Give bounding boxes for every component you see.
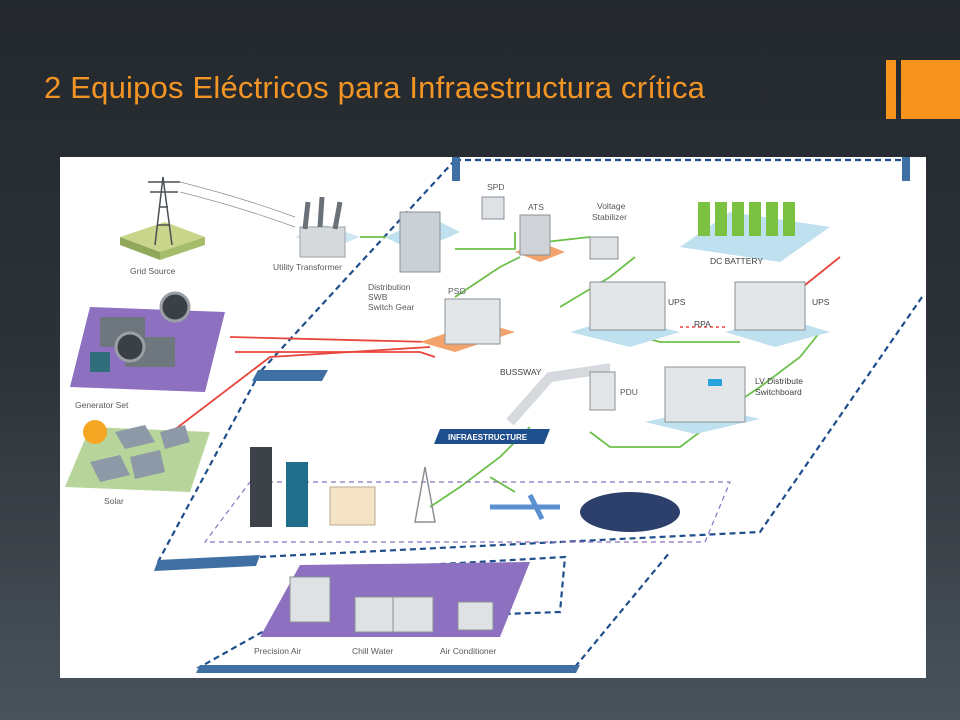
distribution-label-2: SWB [368, 292, 388, 302]
lv-label-2: Switchboard [755, 387, 802, 397]
rack-icon-2 [286, 462, 308, 527]
distribution-label-3: Switch Gear [368, 302, 414, 312]
rack-icon [250, 447, 272, 527]
accent-bar-thin [886, 60, 896, 119]
solar-icon [65, 420, 210, 492]
pdu-label: PDU [620, 387, 638, 397]
hvac-row [260, 562, 530, 637]
ups-right-icon [725, 281, 830, 347]
infrastructure-diagram: Grid Source Utility Transformer Generato… [60, 157, 926, 678]
generator-set-icon [70, 291, 225, 392]
hospital-icon [329, 486, 376, 526]
solar-label: Solar [104, 496, 124, 506]
bussway-label: BUSSWAY [500, 367, 542, 377]
platform-edges [154, 157, 910, 673]
psg-label: PSG [448, 286, 466, 296]
lv-label-1: LV Distribute [755, 376, 803, 386]
utility-transformer-icon [295, 196, 360, 258]
accent-bar-thick [901, 60, 960, 119]
infraestructure-badge [434, 429, 550, 444]
psg-icon [420, 298, 515, 352]
infraestructure-label: INFRAESTRUCTURE [448, 433, 528, 442]
voltage-label-1: Voltage [597, 201, 626, 211]
stadium-icon [580, 492, 680, 532]
ups-left-icon [570, 281, 680, 347]
telecom-tower-icon [414, 466, 436, 523]
chill-water-label: Chill Water [352, 646, 393, 656]
pdu-icon [589, 371, 616, 411]
utility-transformer-label: Utility Transformer [273, 262, 342, 272]
airplane-icon [490, 493, 560, 521]
loads-row [203, 447, 731, 543]
distribution-label-1: Distribution [368, 282, 411, 292]
chill-water-icon [354, 596, 396, 633]
precision-air-label: Precision Air [254, 646, 301, 656]
air-conditioner-label: Air Conditioner [440, 646, 496, 656]
voltage-stabilizer-icon [589, 236, 619, 260]
ups-left-label: UPS [668, 297, 686, 307]
ups-right-label: UPS [812, 297, 830, 307]
rpa-label: RPA [694, 319, 711, 329]
dc-battery-label: DC BATTERY [710, 256, 763, 266]
spd-icon [481, 196, 505, 220]
dc-battery-icon [680, 202, 830, 262]
distribution-swb-icon [385, 211, 460, 273]
chill-water-icon-2 [392, 596, 434, 633]
air-conditioner-icon [457, 601, 494, 631]
generator-set-label: Generator Set [75, 400, 129, 410]
grid-source-label: Grid Source [130, 266, 176, 276]
lv-switchboard-icon [645, 366, 760, 434]
spd-label: SPD [487, 182, 504, 192]
ats-label: ATS [528, 202, 544, 212]
voltage-label-2: Stabilizer [592, 212, 627, 222]
slide-title: 2 Equipos Eléctricos para Infraestructur… [44, 70, 706, 105]
grid-source-icon [120, 176, 296, 260]
precision-air-icon [289, 576, 331, 623]
ats-icon [515, 214, 565, 262]
